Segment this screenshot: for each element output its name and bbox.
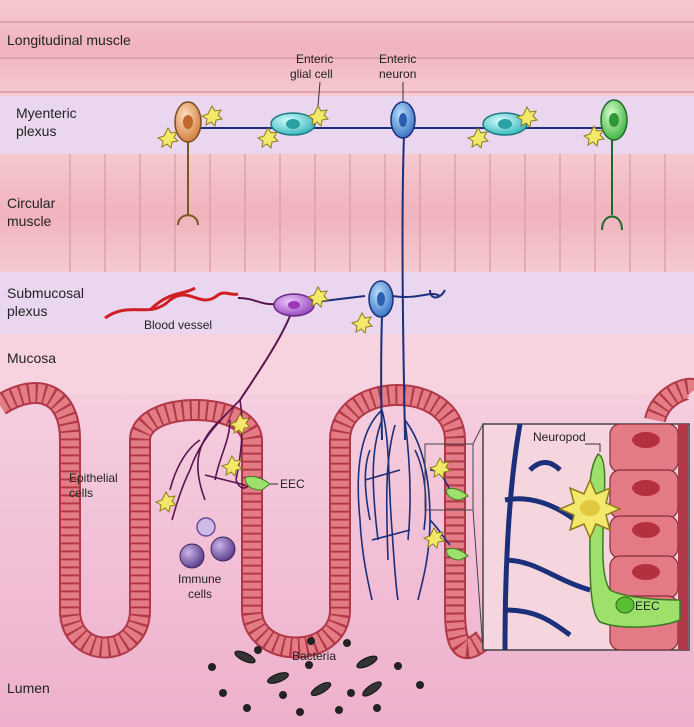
- enteric-neuron-label-line2: neuron: [379, 67, 416, 81]
- layer-labels: Longitudinal muscle Myenteric plexus Cir…: [7, 32, 131, 696]
- inset-zoom-lines: [424, 423, 484, 651]
- eec-label: EEC: [280, 477, 305, 491]
- blood-vessel: [104, 286, 239, 320]
- inset-eec-label: EEC: [635, 599, 660, 613]
- purple-nerve-branches: [169, 399, 251, 521]
- mucosa-band: [0, 334, 694, 394]
- submucosal-glial-cell: [273, 293, 315, 317]
- lumen-label: Lumen: [7, 680, 50, 696]
- epithelium: [0, 377, 694, 659]
- blue-nerve-branches: [357, 409, 451, 601]
- glial-cell-cyan-left: [270, 112, 316, 136]
- myenteric-plexus-label-line1: Myenteric: [16, 105, 77, 121]
- longitudinal-muscle-layer: [0, 0, 694, 96]
- label-leader-lines: [270, 81, 601, 485]
- immune-cells-label-line1: Immune: [178, 572, 222, 586]
- bacteria: [208, 637, 424, 716]
- submucosal-plexus-label-line2: plexus: [7, 303, 47, 319]
- orange-enteric-neuron: [174, 101, 202, 143]
- epithelial-cells-label-line1: Epithelial: [69, 471, 118, 485]
- circular-muscle-layer: [0, 154, 694, 272]
- enteric-neuron-label-line1: Enteric: [379, 52, 416, 66]
- epithelial-cells-label-line2: cells: [69, 486, 93, 500]
- eec-cells: [244, 475, 469, 561]
- circular-muscle-label-line2: muscle: [7, 213, 52, 229]
- glial-star-cluster-submucosal: [306, 285, 374, 335]
- blood-vessel-label: Blood vessel: [144, 318, 212, 332]
- submucosal-plexus-label-line1: Submucosal: [7, 285, 84, 301]
- myenteric-plexus-label-line2: plexus: [16, 123, 56, 139]
- immune-cells: [179, 517, 236, 569]
- inset-panel: [482, 423, 690, 651]
- glial-cell-cyan-right: [482, 112, 528, 136]
- longitudinal-muscle-label: Longitudinal muscle: [7, 32, 131, 48]
- structure-labels: Enteric glial cell Enteric neuron Blood …: [69, 52, 660, 663]
- glial-cell-label-line2: glial cell: [290, 67, 333, 81]
- glial-star-cluster-myenteric: [156, 104, 606, 150]
- circular-muscle-label-line1: Circular: [7, 195, 56, 211]
- myenteric-plexus-band: [0, 96, 694, 154]
- enteric-neuron-myenteric: [390, 101, 416, 139]
- glial-cell-label-line1: Enteric: [296, 52, 333, 66]
- enteric-neuron-submucosal: [368, 280, 394, 318]
- green-enteric-neuron: [600, 99, 628, 141]
- myenteric-neural-network: [177, 127, 623, 441]
- mucosa-label: Mucosa: [7, 350, 56, 366]
- neuropod-label: Neuropod: [533, 430, 586, 444]
- submucosal-plexus-band: [0, 272, 694, 334]
- bacteria-label: Bacteria: [292, 649, 336, 663]
- immune-cells-label-line2: cells: [188, 587, 212, 601]
- glial-star-cluster-mucosa: [154, 412, 452, 550]
